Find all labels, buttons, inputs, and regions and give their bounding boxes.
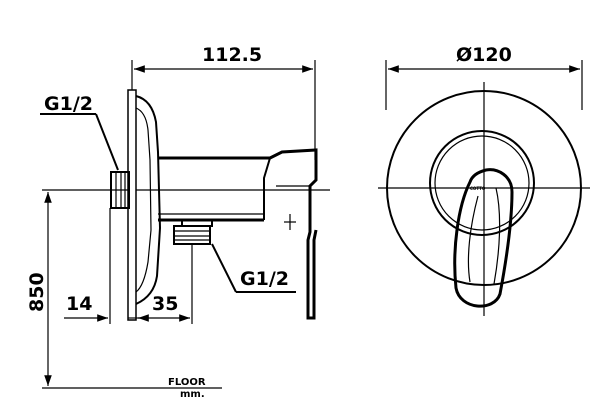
body-inner-circle — [434, 135, 530, 231]
depth-dimension-label: 112.5 — [202, 44, 262, 66]
front-view: Ø120 COTTO — [378, 44, 590, 316]
lever-handle-front — [263, 157, 271, 220]
lever-handle-outline — [269, 148, 318, 320]
inlet-fitting — [110, 171, 130, 209]
floor-label: FLOOR — [168, 377, 206, 388]
inlet-thread-label: G1/2 — [44, 93, 93, 115]
escutcheon-inner-profile — [135, 107, 152, 293]
side-view: 112.5 G1/2 G1/2 — [26, 44, 330, 400]
plate-offset-label: 14 — [66, 293, 92, 315]
escutcheon-circle — [386, 90, 582, 286]
diameter-dimension-label: Ø120 — [456, 44, 512, 66]
lever-front-highlight — [467, 195, 479, 283]
outlet-offset-label: 35 — [152, 293, 178, 315]
lever-front-outline — [453, 168, 514, 308]
lever-front-edge — [493, 187, 501, 285]
outlet-leader — [211, 243, 237, 293]
brand-mark: COTTO — [470, 186, 486, 191]
height-dimension-label: 850 — [26, 272, 48, 312]
outlet-thread-label: G1/2 — [240, 268, 289, 290]
unit-label: mm. — [180, 389, 205, 400]
inlet-leader — [95, 113, 119, 171]
body-outer-circle — [429, 130, 535, 236]
outlet-fitting — [173, 225, 211, 245]
escutcheon-profile — [135, 95, 162, 305]
